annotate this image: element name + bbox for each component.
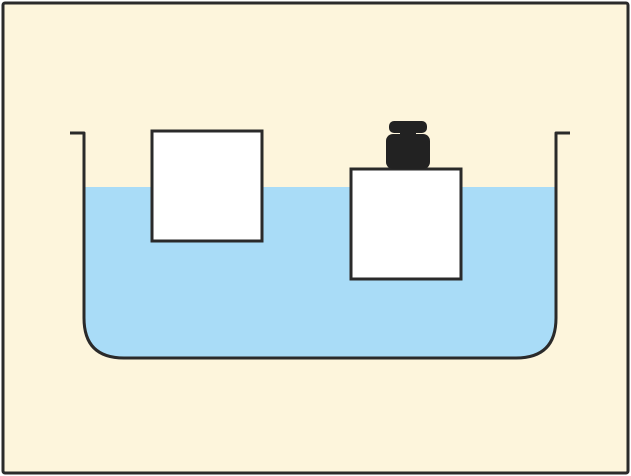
block-right: [351, 169, 461, 279]
mass-weight-icon: [386, 121, 430, 169]
block-left: [152, 131, 262, 241]
